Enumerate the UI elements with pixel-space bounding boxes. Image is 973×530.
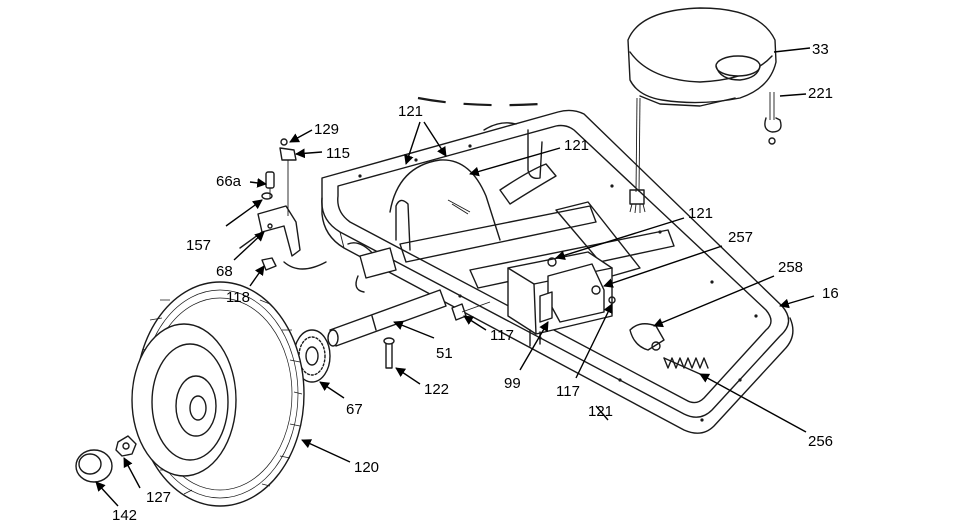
callout-121-upper-right: 121 bbox=[564, 137, 589, 154]
sprocket-67 bbox=[293, 329, 331, 383]
callout-258: 258 bbox=[778, 259, 803, 276]
callout-121-top: 121 bbox=[398, 103, 423, 120]
callout-118: 118 bbox=[226, 289, 250, 306]
wheel-120 bbox=[131, 281, 305, 507]
callout-221: 221 bbox=[808, 85, 833, 102]
callout-122: 122 bbox=[424, 381, 449, 398]
callout-66a: 66a bbox=[216, 173, 242, 190]
bracket-68 bbox=[239, 205, 301, 257]
nut-118 bbox=[261, 257, 277, 271]
callout-129: 129 bbox=[314, 121, 339, 138]
callout-16: 16 bbox=[822, 285, 839, 302]
clip-129-115 bbox=[279, 138, 297, 216]
hose-dashed bbox=[417, 96, 541, 107]
bolt-117a bbox=[451, 301, 491, 321]
callout-labels: 33 221 121 121 121 257 258 16 129 115 66… bbox=[112, 41, 839, 524]
pump-bracket-assembly bbox=[507, 251, 616, 347]
hook-221 bbox=[764, 92, 782, 145]
callout-121-middle: 121 bbox=[688, 205, 713, 222]
callout-68: 68 bbox=[216, 263, 233, 280]
bracket-258 bbox=[629, 323, 665, 351]
washer-157 bbox=[261, 192, 273, 200]
callout-117-right: 117 bbox=[556, 383, 580, 400]
hose-segment bbox=[483, 122, 517, 131]
hub-cap-142 bbox=[75, 449, 113, 483]
callout-67: 67 bbox=[346, 401, 363, 418]
callout-157: 157 bbox=[186, 237, 211, 254]
cable-loop bbox=[389, 159, 501, 241]
spring-256 bbox=[663, 357, 709, 375]
callout-51: 51 bbox=[436, 345, 453, 362]
callout-257: 257 bbox=[728, 229, 753, 246]
cart-frame bbox=[321, 109, 794, 434]
callout-256: 256 bbox=[808, 433, 833, 450]
callout-127: 127 bbox=[146, 489, 171, 506]
hopper-lid bbox=[627, 7, 777, 214]
callout-142: 142 bbox=[112, 507, 137, 524]
callout-99: 99 bbox=[504, 375, 521, 392]
nut-127 bbox=[115, 435, 137, 457]
bolt-122 bbox=[383, 337, 395, 369]
leader-lines bbox=[95, 47, 815, 507]
callout-117-left: 117 bbox=[490, 327, 514, 344]
callout-121-bottom: 121 bbox=[588, 403, 613, 420]
link-rod bbox=[283, 261, 327, 270]
callout-115: 115 bbox=[326, 145, 350, 162]
bracket-u bbox=[395, 199, 411, 251]
callout-120: 120 bbox=[354, 459, 379, 476]
callout-33: 33 bbox=[812, 41, 829, 58]
axle bbox=[327, 289, 447, 347]
